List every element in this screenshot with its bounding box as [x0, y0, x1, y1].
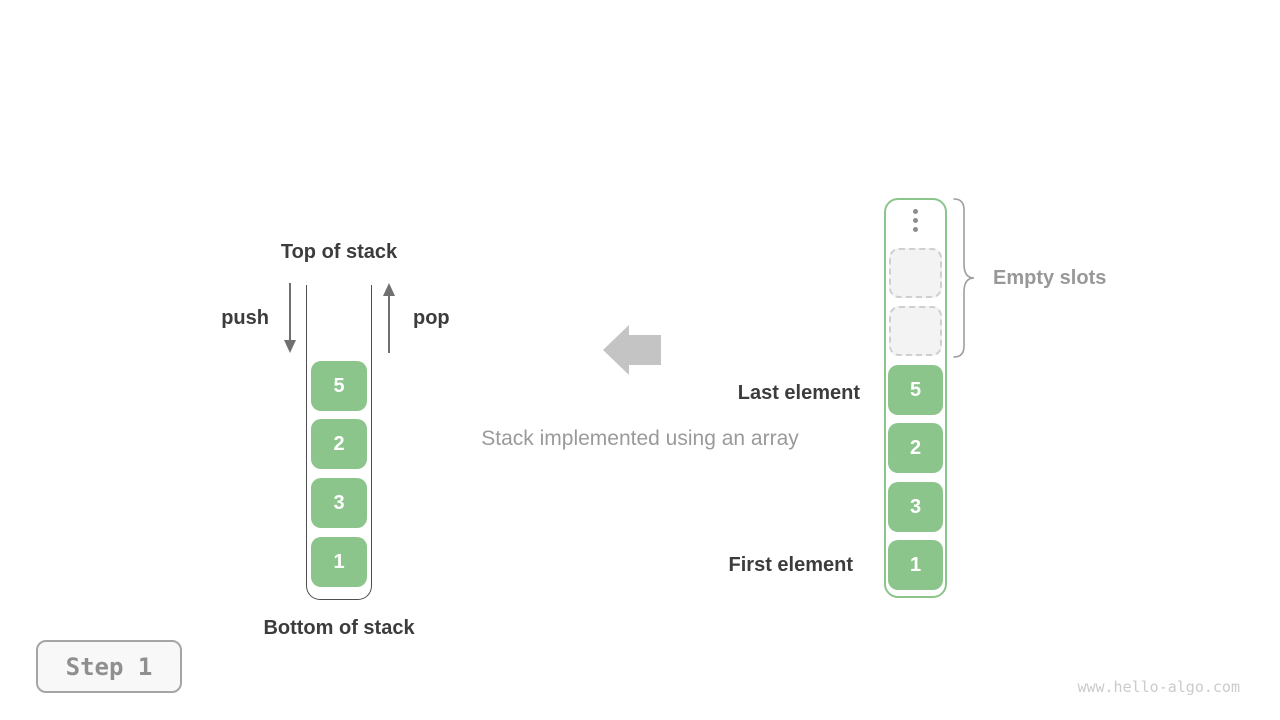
push-arrow-down-icon — [284, 283, 296, 353]
last-element-label: Last element — [737, 382, 860, 404]
stack-element: 1 — [311, 537, 367, 587]
vertical-ellipsis-icon — [884, 209, 947, 232]
stack-element: 5 — [311, 361, 367, 411]
step-badge: Step 1 — [36, 640, 182, 693]
stack-element: 3 — [311, 478, 367, 528]
pop-arrow-up-icon — [383, 283, 395, 353]
array-element: 3 — [888, 482, 943, 532]
array-element: 2 — [888, 423, 943, 473]
empty-slot — [889, 306, 942, 356]
array-element: 1 — [888, 540, 943, 590]
step-badge-label: Step 1 — [65, 652, 153, 681]
bottom-of-stack-label: Bottom of stack — [263, 617, 415, 639]
stack-element: 2 — [311, 419, 367, 469]
array-element: 5 — [888, 365, 943, 415]
top-of-stack-label: Top of stack — [280, 241, 398, 263]
block-arrow-left-icon — [603, 325, 661, 375]
curly-brace-right-icon — [953, 198, 975, 358]
first-element-label: First element — [728, 554, 853, 576]
watermark: www.hello-algo.com — [1077, 678, 1240, 696]
diagram-caption: Stack implemented using an array — [481, 427, 799, 450]
empty-slot — [889, 248, 942, 298]
push-label: push — [221, 307, 269, 329]
empty-slots-label: Empty slots — [993, 267, 1107, 289]
pop-label: pop — [413, 307, 450, 329]
